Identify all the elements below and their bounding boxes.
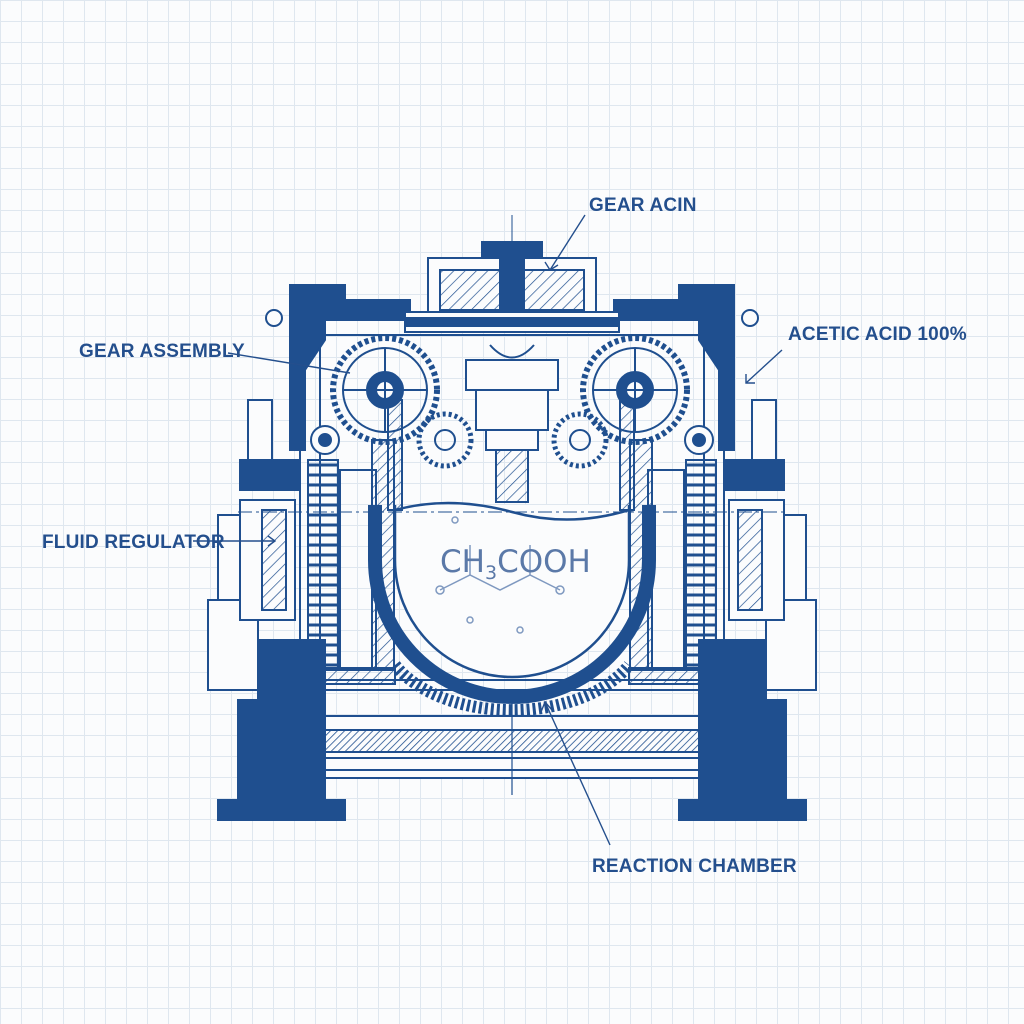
central-spindle <box>465 344 559 503</box>
centerlines <box>238 215 786 513</box>
left-main-gear <box>330 335 440 445</box>
reaction-chamber: CH3COOH <box>368 501 656 704</box>
right-main-gear <box>580 335 690 445</box>
label-reaction-chamber: REACTION CHAMBER <box>592 856 797 877</box>
chemical-formula: CH3COOH <box>440 544 591 584</box>
right-gear-cluster <box>551 335 714 511</box>
bottom-gear <box>304 661 720 795</box>
leader-gear-assembly <box>227 352 351 374</box>
leader-lines <box>193 214 783 846</box>
label-acetic-acid: ACETIC ACID 100% <box>788 324 967 345</box>
left-rack <box>307 459 339 671</box>
leader-gear-acin <box>549 214 586 271</box>
labels: GEAR ACIN GEAR ASSEMBLY ACETIC ACID 100%… <box>42 195 967 877</box>
main-housing <box>265 241 759 691</box>
label-gear-acin: GEAR ACIN <box>589 195 697 216</box>
label-fluid-regulator: FLUID REGULATOR <box>42 532 225 553</box>
right-rack <box>685 459 717 671</box>
molecule-sketch <box>435 516 565 634</box>
spindle-shaft <box>495 449 529 503</box>
leader-acetic-acid <box>745 349 783 384</box>
leader-reaction-chamber <box>544 701 611 846</box>
label-gear-assembly: GEAR ASSEMBLY <box>79 341 245 362</box>
left-regulator <box>207 399 301 691</box>
left-gear-cluster <box>310 335 474 511</box>
right-regulator <box>723 399 817 691</box>
